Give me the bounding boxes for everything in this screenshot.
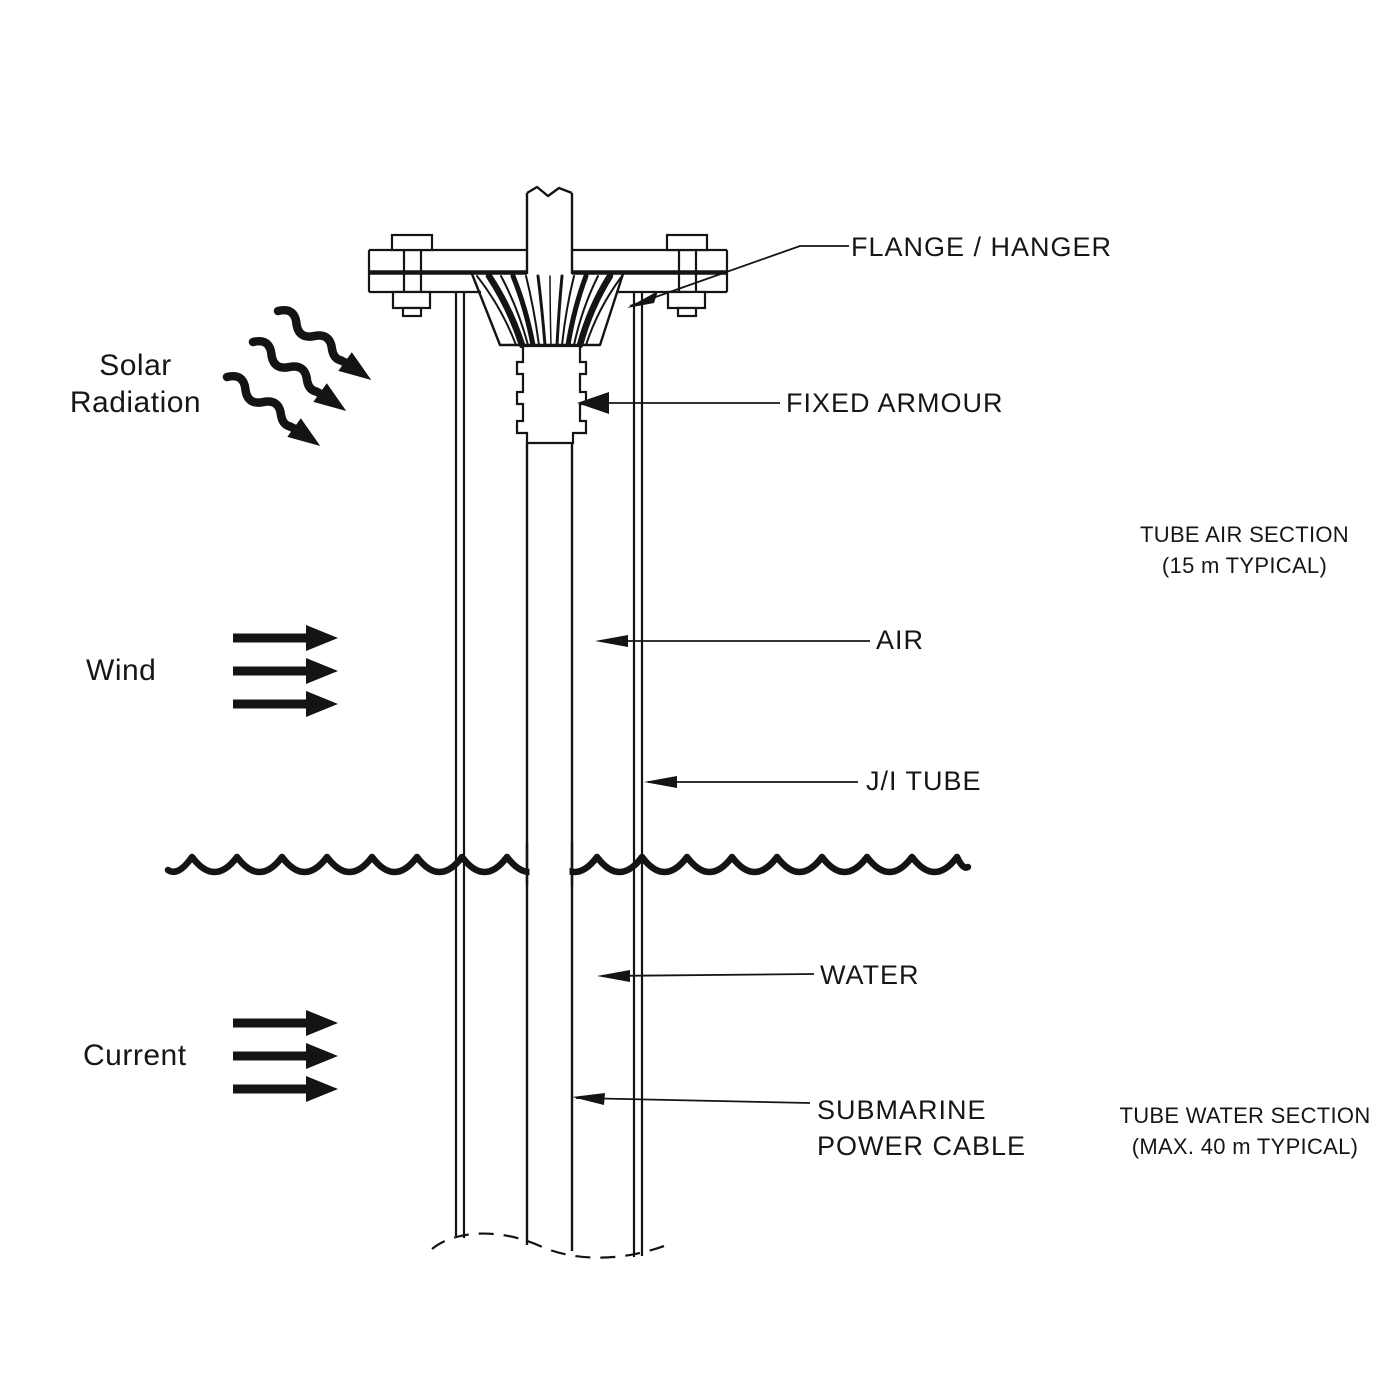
air-label: AIR	[876, 625, 925, 655]
right-arrow-icon	[233, 1010, 338, 1036]
j-tube-wall-left	[454, 292, 466, 1238]
armour-wire-fan	[476, 272, 623, 349]
leader-fixed-armour	[577, 392, 780, 414]
flange-plate	[367, 248, 729, 294]
ji-tube-label: J/I TUBE	[866, 766, 982, 796]
tube-air-section-line2: (15 m TYPICAL)	[1161, 553, 1328, 578]
submarine-label-line1: SUBMARINE	[817, 1095, 987, 1125]
wavy-arrow-icon	[222, 371, 321, 446]
current-arrows	[233, 1010, 338, 1102]
break-line	[431, 1232, 673, 1259]
wavy-arrow-icon	[273, 305, 372, 380]
solar-radiation-arrows	[222, 305, 372, 446]
current-label: Current	[83, 1039, 187, 1072]
solar-label-line1: Solar	[99, 349, 172, 382]
right-arrow-icon	[233, 691, 338, 717]
leader-water	[597, 970, 815, 982]
leader-flange-hanger	[627, 245, 849, 308]
waterline	[164, 842, 972, 886]
arrowhead-icon	[644, 776, 677, 788]
leader-submarine-cable	[572, 1093, 811, 1105]
arrowhead-icon	[597, 970, 630, 982]
leader-air	[595, 635, 870, 647]
wavy-arrow-icon	[248, 336, 347, 411]
arrowhead-icon	[572, 1093, 605, 1105]
submarine-label-line2: POWER CABLE	[817, 1131, 1027, 1161]
arrowhead-icon	[577, 392, 609, 414]
tube-water-section-annotation: TUBE WATER SECTION (MAX. 40 m TYPICAL)	[1100, 1100, 1390, 1162]
tube-water-section-line2: (MAX. 40 m TYPICAL)	[1131, 1134, 1359, 1159]
bolt-left	[390, 233, 434, 318]
leader-lines	[572, 245, 870, 1105]
fixed-armour-label: FIXED ARMOUR	[786, 388, 1004, 418]
leader-ji-tube	[644, 776, 858, 788]
wind-arrows	[233, 625, 338, 717]
wind-label: Wind	[86, 654, 157, 687]
submarine-power-cable-label: SUBMARINE POWER CABLE	[817, 1092, 1026, 1164]
tube-air-section-line1: TUBE AIR SECTION	[1140, 522, 1349, 547]
solar-radiation-label: Solar Radiation	[58, 347, 213, 421]
fixed-armour-block	[515, 344, 588, 445]
flange-hanger-label: FLANGE / HANGER	[851, 232, 1113, 262]
arrowhead-icon	[595, 635, 628, 647]
right-arrow-icon	[233, 658, 338, 684]
j-tube-wall-right	[632, 292, 644, 1257]
waterline-cable-gap	[529, 842, 570, 886]
tube-air-section-annotation: TUBE AIR SECTION (15 m TYPICAL)	[1102, 519, 1387, 581]
water-label: WATER	[820, 960, 920, 990]
bolt-right	[665, 233, 709, 318]
tube-water-section-line1: TUBE WATER SECTION	[1119, 1103, 1371, 1128]
arrowhead-icon	[627, 291, 658, 308]
hanger-bell	[470, 272, 625, 349]
right-arrow-icon	[233, 1043, 338, 1069]
solar-label-line2: Radiation	[69, 386, 202, 419]
right-arrow-icon	[233, 1076, 338, 1102]
right-arrow-icon	[233, 625, 338, 651]
